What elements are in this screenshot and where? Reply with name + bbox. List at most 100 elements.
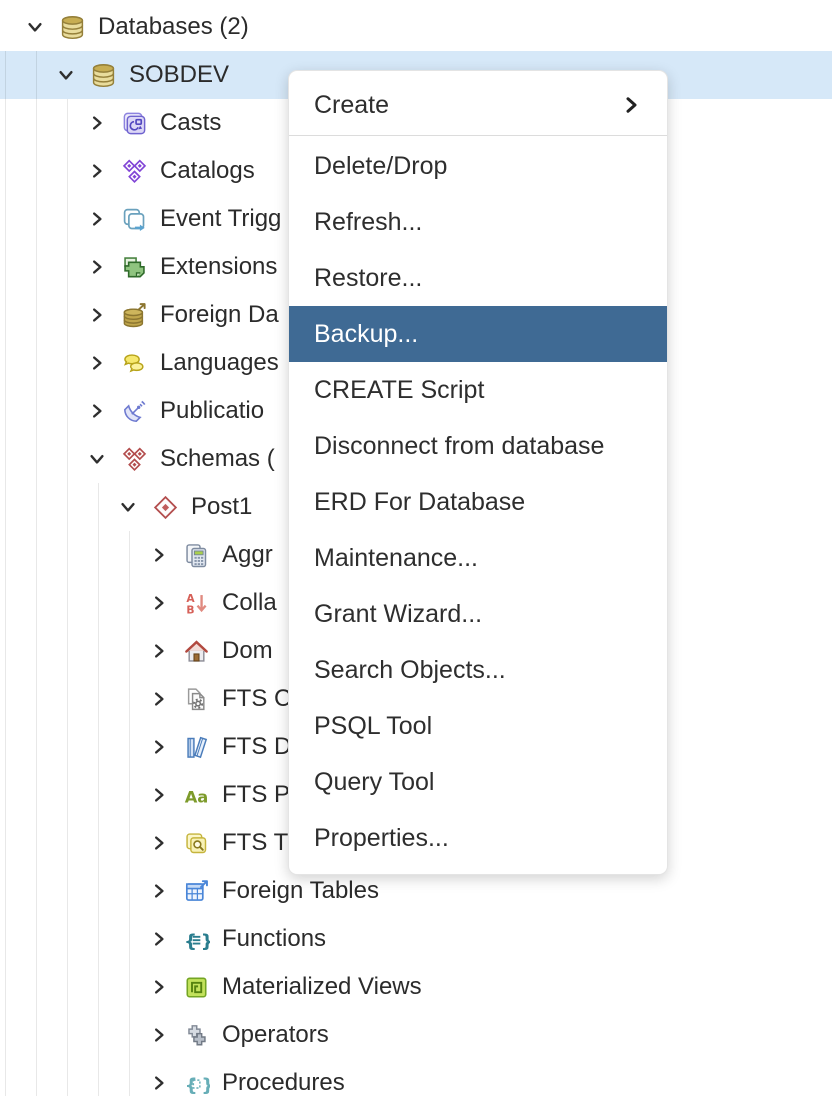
tree-item-functions[interactable]: {}Functions <box>0 915 832 963</box>
tree-item-foreign-tables[interactable]: Foreign Tables <box>0 867 832 915</box>
tree-item-procedures[interactable]: {} Procedures <box>0 1059 832 1107</box>
menu-item-disconnect-from-database[interactable]: Disconnect from database <box>289 418 667 474</box>
svg-text:}: } <box>201 930 210 951</box>
chevron-down-icon[interactable] <box>87 449 107 469</box>
chevron-right-icon[interactable] <box>87 113 107 133</box>
menu-item-refresh[interactable]: Refresh... <box>289 194 667 250</box>
menu-item-restore[interactable]: Restore... <box>289 250 667 306</box>
tree-item-publicatio[interactable]: Publicatio <box>0 387 832 435</box>
chevron-right-icon[interactable] <box>87 353 107 373</box>
chevron-right-icon[interactable] <box>149 593 169 613</box>
event-triggers-icon <box>121 206 148 233</box>
menu-item-label: Maintenance... <box>314 543 478 572</box>
tree-indent-guide <box>98 483 99 1096</box>
menu-item-create[interactable]: Create <box>289 77 667 133</box>
tree-item-catalogs[interactable]: Catalogs <box>0 147 832 195</box>
tree-item-fts-d[interactable]: FTS D <box>0 723 832 771</box>
chevron-down-icon[interactable] <box>25 17 45 37</box>
chevron-right-icon[interactable] <box>149 785 169 805</box>
tree-item-dom[interactable]: Dom <box>0 627 832 675</box>
menu-item-label: Create <box>314 90 390 119</box>
menu-item-label: PSQL Tool <box>314 711 433 740</box>
fts-parsers-icon: Aa <box>183 782 210 809</box>
tree-item-extensions[interactable]: Extensions <box>0 243 832 291</box>
menu-item-search-objects[interactable]: Search Objects... <box>289 642 667 698</box>
menu-item-label: CREATE Script <box>314 375 485 404</box>
tree-item-label: Foreign Tables <box>222 877 379 904</box>
menu-item-label: Query Tool <box>314 767 435 796</box>
chevron-down-icon[interactable] <box>118 497 138 517</box>
tree-item-label: Foreign Da <box>160 301 279 328</box>
languages-icon <box>121 350 148 377</box>
menu-item-grant-wizard[interactable]: Grant Wizard... <box>289 586 667 642</box>
tree-item-label: Languages <box>160 349 279 376</box>
chevron-right-icon[interactable] <box>87 161 107 181</box>
menu-item-label: ERD For Database <box>314 487 526 516</box>
menu-item-create-script[interactable]: CREATE Script <box>289 362 667 418</box>
tree-item-databases-2[interactable]: Databases (2) <box>0 3 832 51</box>
svg-text:{: { <box>185 1074 198 1095</box>
tree-item-fts-c[interactable]: FTS C <box>0 675 832 723</box>
tree-item-label: FTS D <box>222 733 292 760</box>
menu-item-delete-drop[interactable]: Delete/Drop <box>289 138 667 194</box>
schema-icon <box>152 494 179 521</box>
menu-item-properties[interactable]: Properties... <box>289 810 667 866</box>
chevron-right-icon[interactable] <box>149 833 169 853</box>
menu-item-psql-tool[interactable]: PSQL Tool <box>289 698 667 754</box>
menu-item-maintenance[interactable]: Maintenance... <box>289 530 667 586</box>
svg-text:}: } <box>201 1074 210 1095</box>
tree-item-event-trigg[interactable]: Event Trigg <box>0 195 832 243</box>
chevron-right-icon[interactable] <box>149 977 169 997</box>
procedures-icon: {} <box>183 1070 210 1097</box>
chevron-right-icon[interactable] <box>87 257 107 277</box>
chevron-down-icon[interactable] <box>56 65 76 85</box>
menu-item-label: Refresh... <box>314 207 423 236</box>
chevron-right-icon[interactable] <box>149 737 169 757</box>
chevron-right-icon[interactable] <box>149 545 169 565</box>
chevron-right-icon[interactable] <box>149 929 169 949</box>
chevron-right-icon[interactable] <box>87 209 107 229</box>
fts-templates-icon <box>183 830 210 857</box>
menu-item-erd-for-database[interactable]: ERD For Database <box>289 474 667 530</box>
tree-indent-guide <box>67 99 68 1096</box>
chevron-right-icon[interactable] <box>149 641 169 661</box>
tree-item-operators[interactable]: Operators <box>0 1011 832 1059</box>
tree-indent-guide <box>5 51 6 1096</box>
domains-icon <box>183 638 210 665</box>
databases-icon <box>59 14 86 41</box>
chevron-right-icon[interactable] <box>149 1073 169 1093</box>
tree-item-foreign-da[interactable]: Foreign Da <box>0 291 832 339</box>
tree-item-post1[interactable]: Post1 <box>0 483 832 531</box>
menu-item-query-tool[interactable]: Query Tool <box>289 754 667 810</box>
chevron-right-icon[interactable] <box>87 401 107 421</box>
tree-item-fts-t[interactable]: FTS T <box>0 819 832 867</box>
tree-item-materialized-views[interactable]: Materialized Views <box>0 963 832 1011</box>
svg-text:B: B <box>186 603 194 616</box>
tree-item-label: Databases (2) <box>98 13 249 40</box>
materialized-views-icon <box>183 974 210 1001</box>
menu-item-backup[interactable]: Backup... <box>289 306 667 362</box>
submenu-arrow-icon <box>621 95 641 115</box>
tree-item-casts[interactable]: Casts <box>0 99 832 147</box>
tree-item-label: Procedures <box>222 1069 345 1096</box>
tree-item-schemas[interactable]: Schemas ( <box>0 435 832 483</box>
tree-indent-guide <box>36 51 37 1096</box>
chevron-right-icon[interactable] <box>149 881 169 901</box>
tree-item-languages[interactable]: Languages <box>0 339 832 387</box>
fts-dictionaries-icon <box>183 734 210 761</box>
svg-text:A: A <box>186 592 195 605</box>
extensions-icon <box>121 254 148 281</box>
chevron-right-icon[interactable] <box>149 689 169 709</box>
chevron-right-icon[interactable] <box>149 1025 169 1045</box>
tree-item-label: FTS C <box>222 685 292 712</box>
tree-item-label: Casts <box>160 109 222 136</box>
menu-item-label: Properties... <box>314 823 449 852</box>
tree-item-aggr[interactable]: Aggr <box>0 531 832 579</box>
tree-item-label: Dom <box>222 637 273 664</box>
tree-item-label: SOBDEV <box>129 61 230 88</box>
tree-item-label: Extensions <box>160 253 278 280</box>
chevron-right-icon[interactable] <box>87 305 107 325</box>
